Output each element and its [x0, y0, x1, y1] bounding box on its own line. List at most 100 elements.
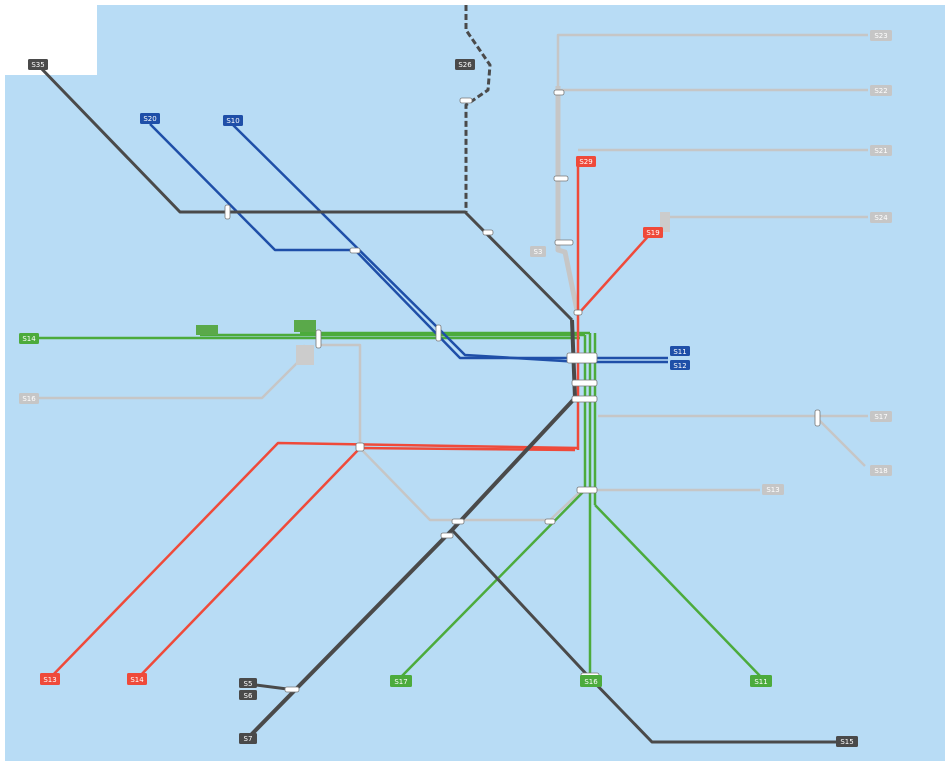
label-l_red_sw2[interactable]: S14 — [127, 673, 147, 685]
label-l_gray_e2[interactable]: S18 — [870, 465, 892, 476]
label-box — [28, 59, 48, 70]
red-line-w — [49, 441, 579, 679]
station-mid — [482, 229, 494, 236]
station-gray-n2 — [553, 175, 569, 182]
label-l_red_ne[interactable]: S19 — [643, 227, 663, 238]
label-box — [870, 85, 892, 96]
label-l_red_sw1[interactable]: S13 — [40, 673, 60, 685]
dark-line-se — [450, 528, 840, 744]
label-l_red_n[interactable]: S29 — [576, 156, 596, 167]
label-box — [836, 736, 858, 747]
label-text: S35 — [31, 61, 44, 69]
red-line-ne — [579, 231, 653, 313]
station-mid-n — [459, 97, 473, 104]
label-text: S22 — [874, 87, 887, 95]
gray-platform-2 — [660, 212, 670, 232]
gray-line-ne1 — [556, 33, 868, 86]
station-blue-2 — [435, 324, 442, 342]
label-l_gray_e1[interactable]: S17 — [870, 411, 892, 422]
label-l_green_s1[interactable]: S17 — [390, 675, 412, 687]
station-central-2 — [571, 379, 598, 387]
label-text: S11 — [673, 348, 686, 356]
station-central — [566, 352, 598, 364]
label-text: S14 — [22, 335, 36, 343]
label-text: S3 — [534, 248, 543, 256]
label-text: S17 — [874, 413, 887, 421]
label-l_gray_w[interactable]: S16 — [19, 393, 39, 404]
label-text: S24 — [874, 214, 888, 222]
label-box — [870, 212, 892, 223]
label-box — [762, 484, 784, 495]
label-box — [19, 393, 39, 404]
label-l_green_s3[interactable]: S11 — [750, 675, 772, 687]
label-box — [455, 59, 475, 70]
label-text: S19 — [646, 229, 659, 237]
blue-line-2 — [231, 123, 668, 364]
label-box — [239, 733, 257, 744]
label-box — [643, 227, 663, 238]
label-text: S12 — [673, 362, 686, 370]
label-box — [239, 678, 257, 688]
station-green-s2 — [576, 486, 598, 494]
label-l_green_s2[interactable]: S16 — [580, 675, 602, 687]
dark-line-n — [464, 5, 492, 212]
label-l_dark_sw2[interactable]: S6 — [239, 690, 257, 700]
label-l_blue_2[interactable]: S10 — [223, 115, 243, 126]
label-l_dark_sw1[interactable]: S5 — [239, 678, 257, 688]
label-text: S17 — [394, 678, 407, 686]
label-box — [870, 145, 892, 156]
label-l_gray_ne1[interactable]: S23 — [870, 30, 892, 41]
station-gray-sw — [451, 518, 465, 525]
label-text: S18 — [874, 467, 887, 475]
station-gray-n1 — [553, 89, 565, 96]
label-box — [580, 675, 602, 687]
label-l_dark_sw3[interactable]: S7 — [239, 733, 257, 744]
label-l_blue_e1[interactable]: S11 — [670, 346, 690, 356]
label-text: S6 — [244, 692, 253, 700]
station-central-3 — [571, 395, 598, 403]
label-box — [19, 333, 39, 344]
station-green-w — [315, 329, 322, 349]
label-text: S11 — [754, 678, 767, 686]
station-dark-s — [440, 532, 454, 539]
station-red — [573, 309, 583, 316]
green-lines — [20, 331, 763, 679]
label-l_blue_1[interactable]: S20 — [140, 113, 160, 124]
label-l_gray_mid[interactable]: S3 — [530, 246, 546, 257]
label-l_gray_ne4[interactable]: S24 — [870, 212, 892, 223]
label-text: S21 — [874, 147, 887, 155]
label-text: S14 — [130, 676, 144, 684]
label-text: S16 — [584, 678, 598, 686]
label-text: S15 — [840, 738, 853, 746]
label-text: S23 — [874, 32, 887, 40]
station-green-s — [544, 518, 556, 525]
label-text: S5 — [244, 680, 253, 688]
station-gray-e — [814, 409, 821, 427]
label-box — [127, 673, 147, 685]
stations — [224, 89, 821, 693]
station-nw — [224, 204, 231, 220]
gray-trunk-n — [555, 86, 581, 316]
green-platform-1 — [196, 325, 218, 335]
label-l_gray_ne3[interactable]: S21 — [870, 145, 892, 156]
label-l_gray_e3[interactable]: S13 — [762, 484, 784, 495]
label-text: S10 — [226, 117, 239, 125]
label-box — [239, 690, 257, 700]
label-l_dark_n[interactable]: S26 — [455, 59, 475, 70]
label-box — [576, 156, 596, 167]
label-text: S26 — [458, 61, 472, 69]
station-dark-sw — [284, 686, 300, 693]
label-text: S16 — [22, 395, 36, 403]
station-red-w — [355, 442, 365, 452]
label-box — [670, 360, 690, 370]
label-l_gray_ne2[interactable]: S22 — [870, 85, 892, 96]
label-l_green_w[interactable]: S14 — [19, 333, 39, 344]
label-box — [390, 675, 412, 687]
label-text: S29 — [579, 158, 592, 166]
label-l_dark_nw[interactable]: S35 — [28, 59, 48, 70]
green-platform-2 — [294, 320, 316, 332]
gray-lines — [20, 33, 868, 522]
label-l_dark_se[interactable]: S15 — [836, 736, 858, 747]
label-l_blue_e2[interactable]: S12 — [670, 360, 690, 370]
